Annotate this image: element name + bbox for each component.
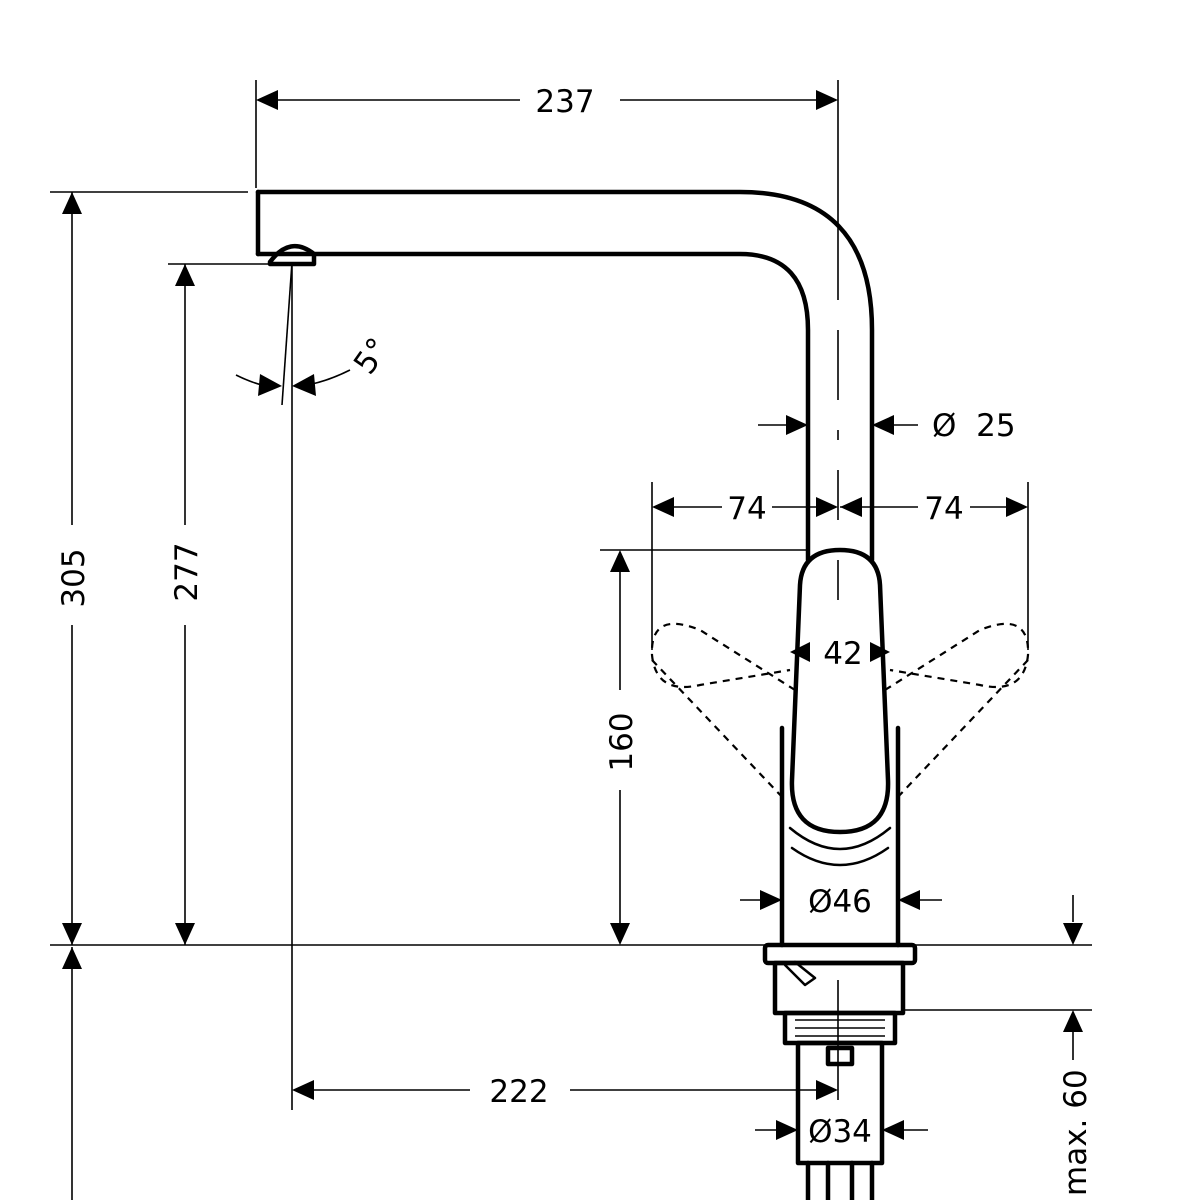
dimension-277: 277 [169, 264, 205, 945]
spout-tube [255, 189, 875, 563]
centerlines [281, 80, 839, 1110]
dim-lever-width: 42 [823, 636, 862, 672]
body-ring-mid [790, 846, 890, 867]
extension-lines [50, 80, 1092, 1011]
dim-spout-height: 277 [169, 542, 205, 601]
dim-total-height: 305 [56, 548, 92, 607]
dimension-max60: max. 60 [1058, 895, 1094, 1196]
dim-centre-reach: 222 [489, 1074, 548, 1110]
dim-lever-right: 74 [924, 491, 963, 527]
base-collar [772, 960, 906, 1016]
dimension-74-right: 74 [840, 491, 1028, 527]
dim-shank-diameter: Ø34 [808, 1114, 872, 1150]
dim-body-diameter: Ø46 [808, 884, 872, 920]
dim-spout-diameter: Ø 25 [932, 408, 1016, 444]
dim-spray-angle: 5° [347, 332, 397, 382]
faucet-outline [255, 189, 1030, 1200]
shank-screw [825, 1045, 855, 1067]
base-plate [762, 942, 918, 966]
supply-hoses [805, 1160, 875, 1200]
body-ring-top [788, 826, 892, 851]
shank [795, 1040, 885, 1166]
base-lever-detail [783, 960, 817, 987]
aerator [267, 243, 317, 267]
dim-lever-left: 74 [727, 491, 766, 527]
dimension-42: 42 [790, 632, 890, 672]
dim-lever-height: 160 [604, 712, 640, 771]
dimension-222: 222 [292, 1074, 838, 1110]
dimension-dia34: Ø34 [755, 1112, 928, 1150]
body-cylinder [779, 725, 901, 948]
dim-spout-reach: 237 [535, 84, 594, 120]
dimension-160: 160 [604, 550, 640, 945]
lever-alt-right [884, 622, 1030, 691]
dimension-74-left: 74 [652, 491, 838, 527]
spout-tube-inner [255, 251, 811, 563]
lever-alt-lower-right [894, 659, 1029, 801]
dimension-dia46: Ø46 [740, 882, 942, 920]
dimension-305: 305 [56, 192, 92, 945]
lever-alt-lower-left [651, 659, 786, 801]
thread-lines [795, 1019, 885, 1037]
dim-max-thickness: max. 60 [1058, 1069, 1094, 1196]
dimension-237: 237 [256, 84, 838, 120]
lever-handle [789, 547, 891, 835]
dimension-5deg: 5° [235, 332, 397, 396]
lever-alt-left [650, 622, 796, 691]
dimension-dia25: Ø 25 [758, 408, 1016, 444]
dimension-305-lower [62, 947, 82, 1200]
